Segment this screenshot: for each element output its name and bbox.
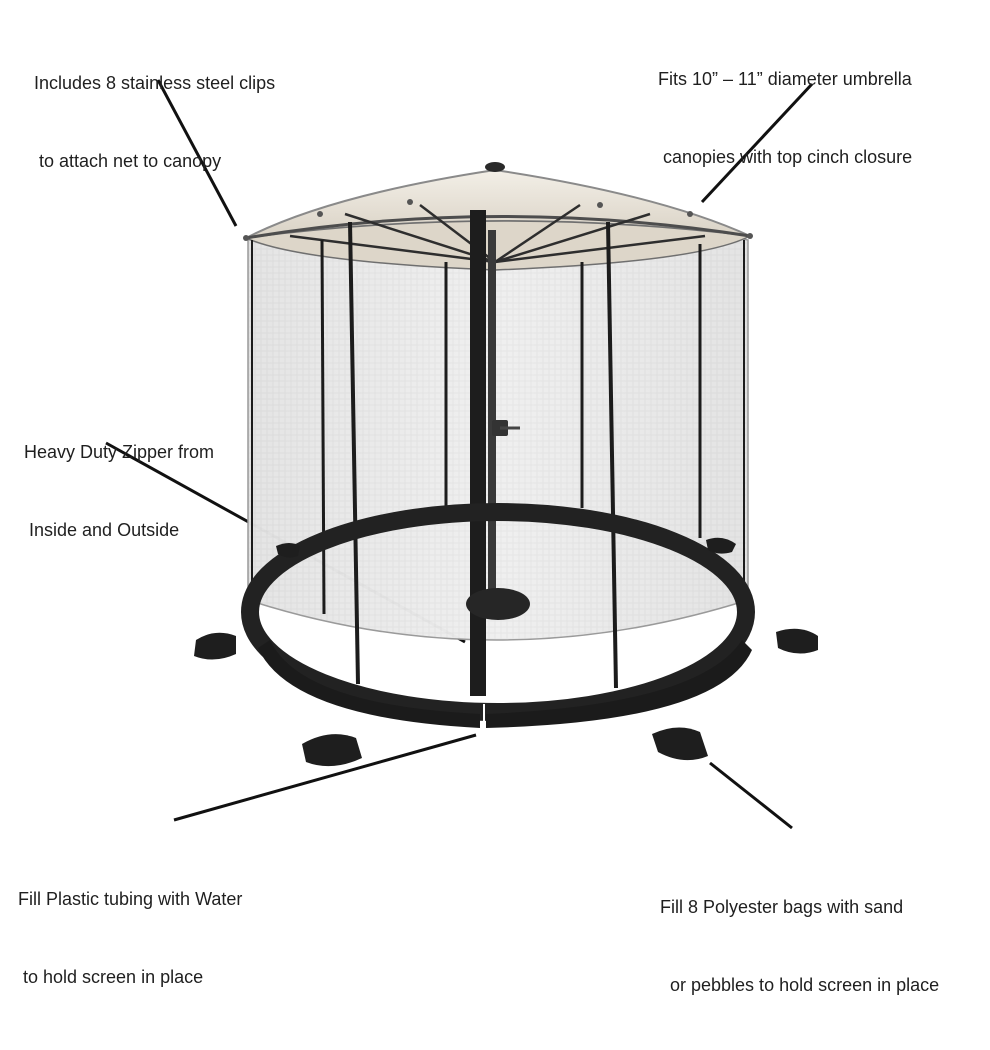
callout-clips: Includes 8 stainless steel clips to atta… [34, 18, 275, 226]
umbrella-canopy [243, 162, 753, 271]
leader-bags [709, 761, 793, 830]
canopy-clips [243, 199, 753, 241]
callout-clips-line2: to attach net to canopy [34, 151, 222, 171]
product-illustration: Includes 8 stainless steel clips to atta… [18, 14, 939, 995]
callout-bags-line1: Fill 8 Polyester bags with sand [660, 897, 904, 917]
callout-clips-line1: Includes 8 stainless steel clips [34, 73, 276, 93]
callout-water: Fill Plastic tubing with Water to hold s… [18, 834, 242, 1042]
callout-zipper: Heavy Duty Zipper from Inside and Outsid… [24, 387, 214, 595]
callout-bags: Fill 8 Polyester bags with sand or pebbl… [660, 842, 939, 1050]
leader-water [173, 733, 477, 822]
leader-clips [156, 79, 238, 227]
callout-fits: Fits 10” – 11” diameter umbrella canopie… [658, 14, 912, 222]
umbrella-net-illustration [105, 79, 818, 830]
callout-fits-line2: canopies with top cinch closure [658, 147, 913, 167]
leader-fits [700, 82, 814, 204]
water-tube-ring [241, 503, 755, 730]
callout-zipper-line1: Heavy Duty Zipper from [24, 442, 215, 462]
callout-fits-line1: Fits 10” – 11” diameter umbrella [658, 69, 912, 89]
callout-water-line2: to hold screen in place [18, 967, 204, 987]
callout-water-line1: Fill Plastic tubing with Water [18, 889, 243, 909]
net-seams [251, 221, 745, 689]
callout-bags-line2: or pebbles to hold screen in place [660, 975, 940, 995]
callout-zipper-line2: Inside and Outside [24, 520, 180, 540]
sandbags [194, 537, 818, 767]
zipper-and-pole [470, 210, 520, 696]
